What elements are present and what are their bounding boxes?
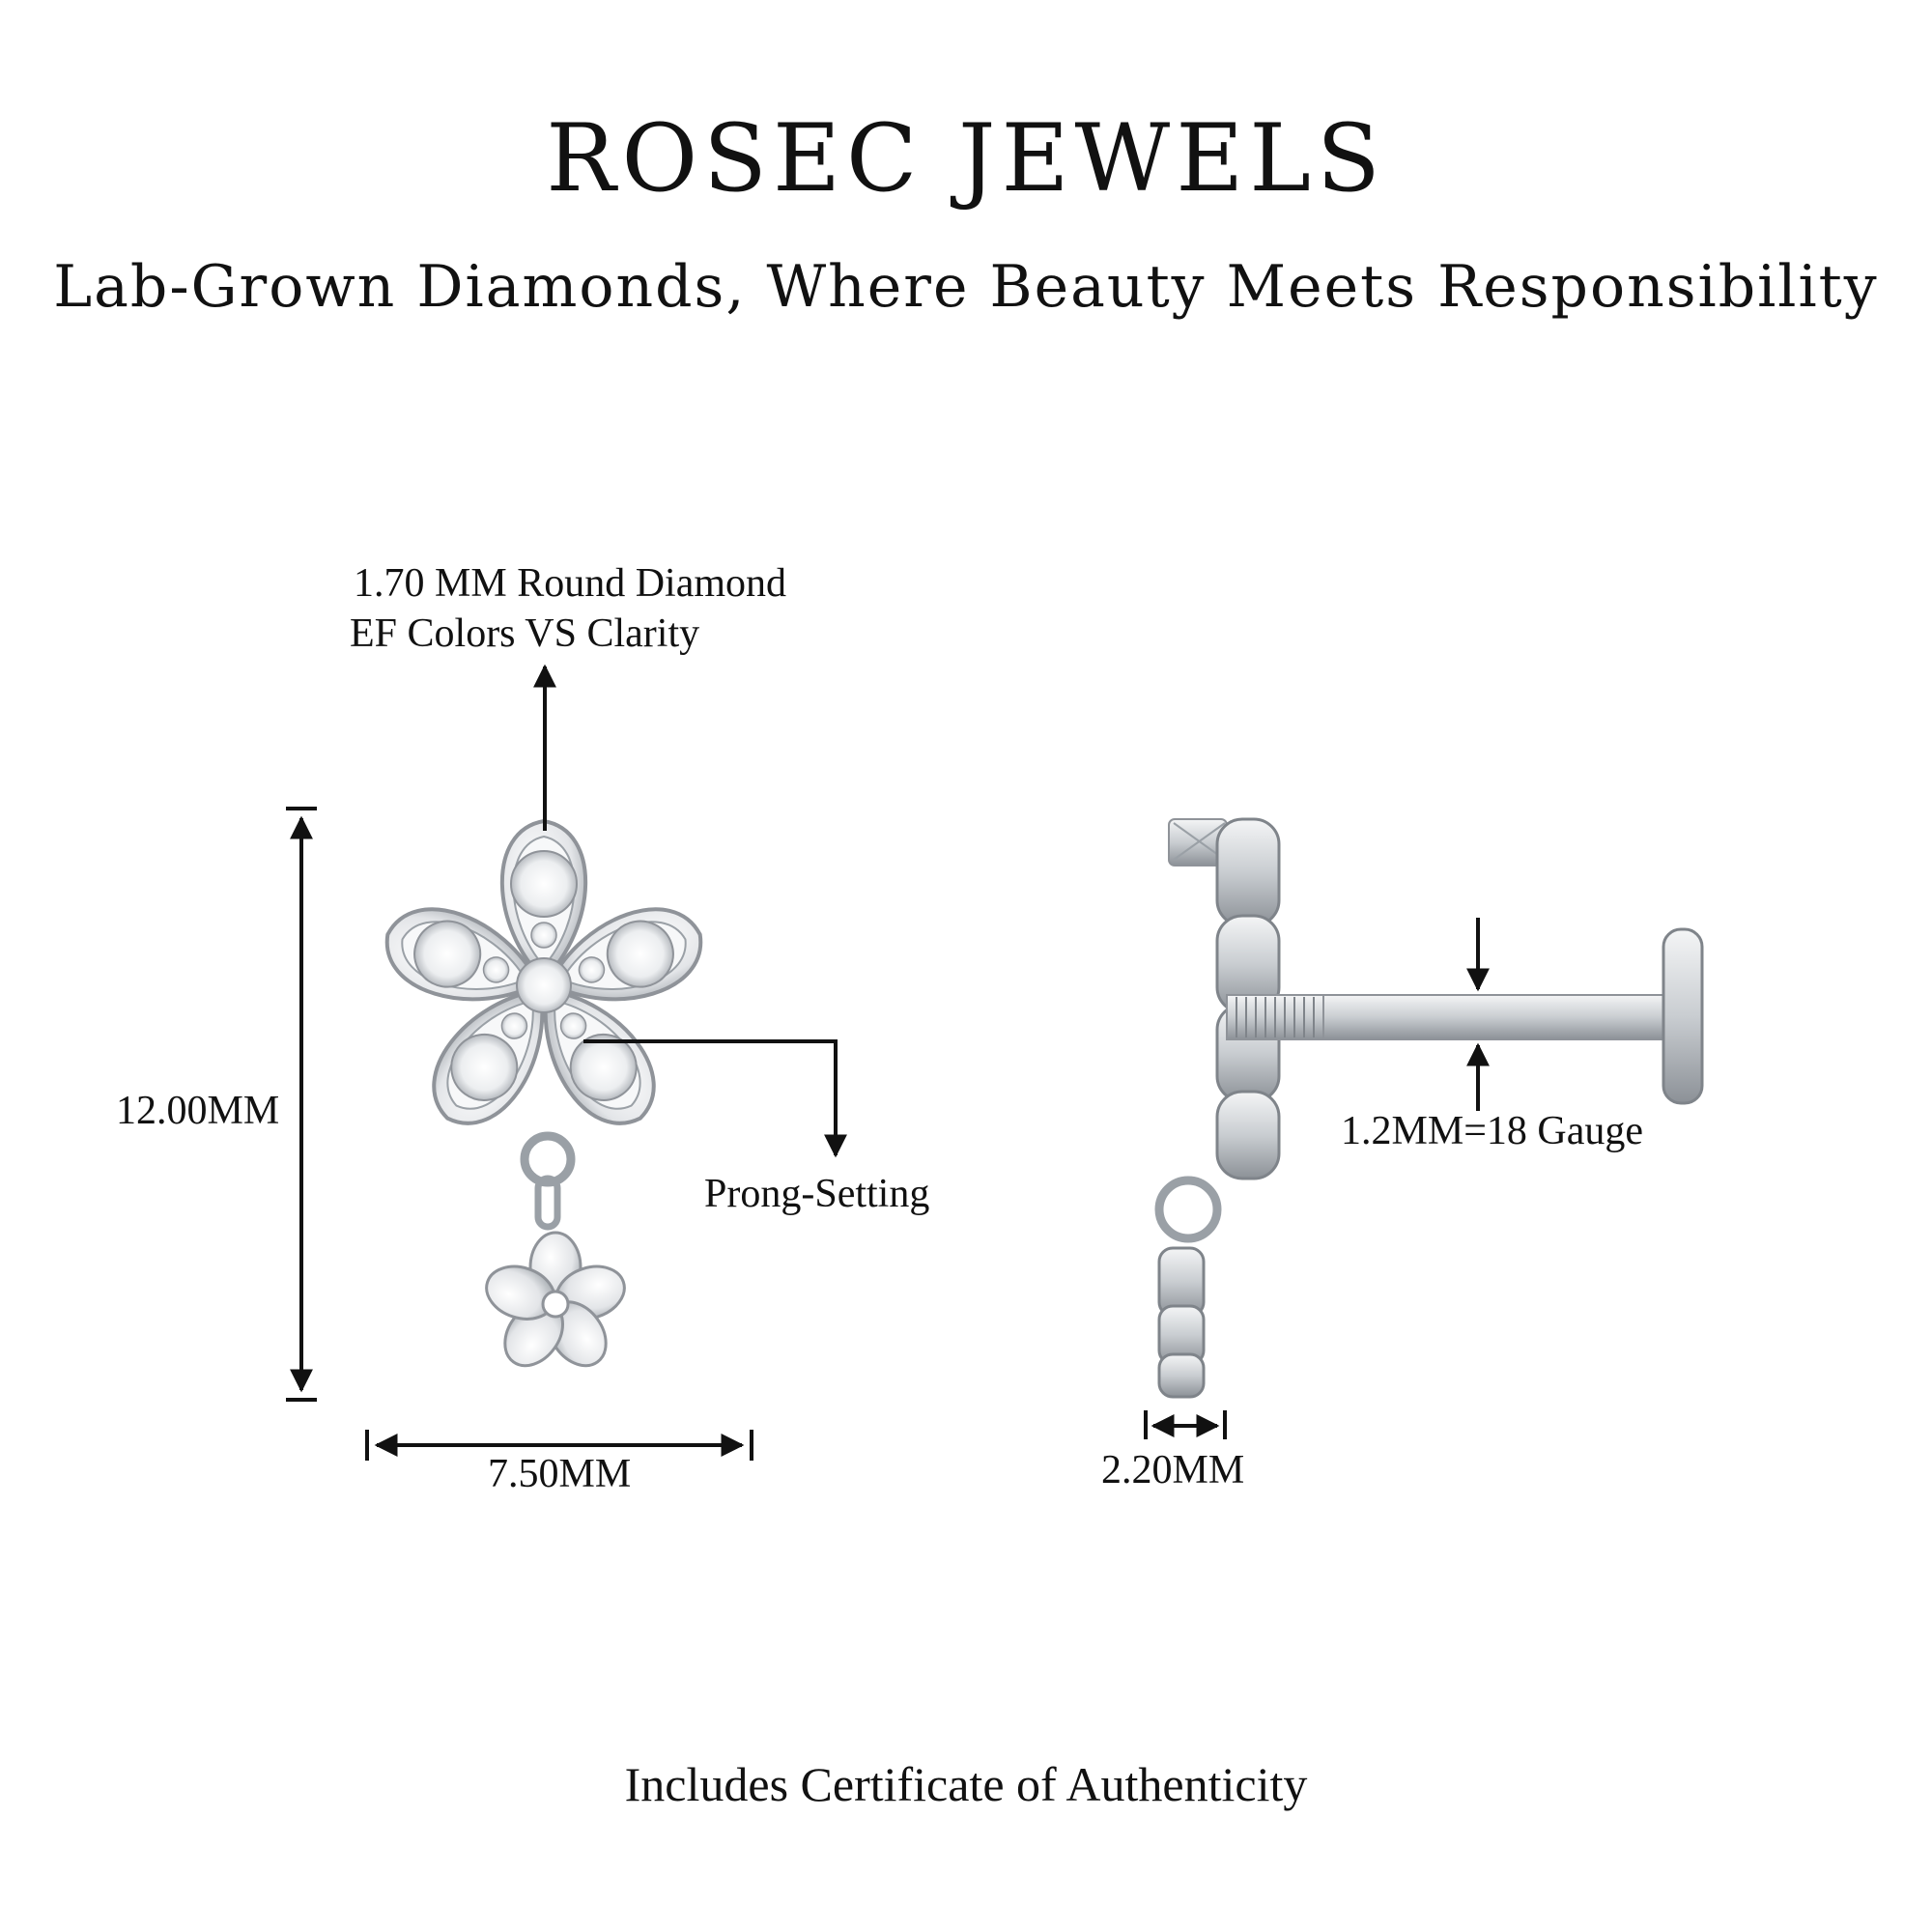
width-label: 7.50MM <box>488 1452 632 1496</box>
dangle-charm <box>485 1131 626 1368</box>
height-label: 12.00MM <box>116 1089 280 1133</box>
diamond-spec-line2: EF Colors VS Clarity <box>350 611 700 656</box>
brand-title: ROSEC JEWELS <box>546 104 1386 213</box>
setting-leader-line <box>583 1039 847 1158</box>
thickness-label: 2.20MM <box>1101 1448 1245 1492</box>
side-view-earring <box>1154 817 1704 1399</box>
dimension-lines <box>286 664 1490 1461</box>
diamond-stones <box>413 850 674 1101</box>
flat-back-disc <box>1662 927 1704 1105</box>
diamond-spec-line1: 1.70 MM Round Diamond <box>354 561 787 606</box>
certificate-note: Includes Certificate of Authenticity <box>624 1757 1308 1811</box>
front-view-earring <box>384 818 703 1368</box>
setting-label: Prong-Setting <box>704 1172 930 1216</box>
tagline: Lab-Grown Diamonds, Where Beauty Meets R… <box>53 253 1879 321</box>
labret-shaft <box>1322 994 1668 1040</box>
side-dangle <box>1154 1176 1222 1243</box>
center-diamond <box>516 957 572 1013</box>
gauge-label: 1.2MM=18 Gauge <box>1341 1109 1643 1153</box>
